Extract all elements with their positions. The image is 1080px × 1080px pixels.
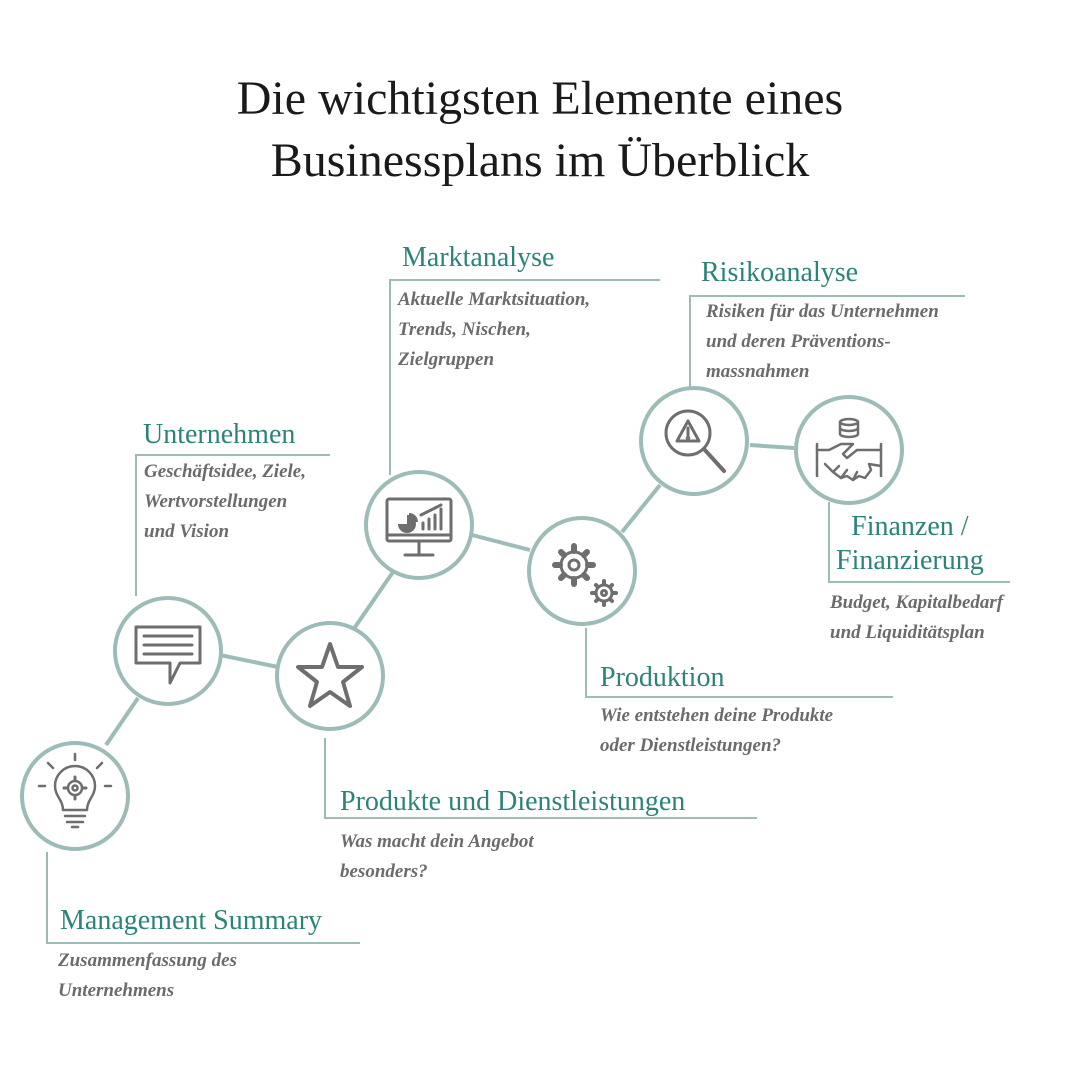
leader-produktion [585, 628, 893, 698]
connector-4-5 [471, 533, 531, 552]
desc-unternehmen: Geschäftsidee, Ziele, Wertvorstellungen … [144, 461, 306, 542]
circle-produkte [275, 621, 385, 731]
connector-6-7 [749, 443, 795, 450]
desc-risikoanalyse: Risiken für das Unternehmen und deren Pr… [706, 301, 939, 382]
heading-produktion: Produktion [600, 662, 725, 693]
desc-marktanalyse: Aktuelle Marktsituation, Trends, Nischen… [398, 289, 591, 370]
circle-marktanalyse [364, 470, 474, 580]
lightbulb-gear-icon [37, 752, 113, 829]
circle-unternehmen [113, 596, 223, 706]
connector-2-3 [219, 653, 279, 669]
leader-management-summary [46, 852, 360, 944]
circle-finanzen [794, 395, 904, 505]
desc-management-summary: Zusammenfassung des Unternehmens [58, 950, 237, 1001]
magnifier-warning-icon [664, 409, 726, 473]
star-icon [296, 642, 364, 708]
monitor-chart-icon [385, 497, 453, 557]
desc-finanzen-finanzierung: Budget, Kapitalbedarf und Liquiditätspla… [830, 592, 1004, 643]
speech-bubble-icon [134, 625, 202, 685]
leader-unternehmen [135, 454, 330, 596]
page-title: Die wichtigsten Elemente eines Businessp… [0, 68, 1080, 192]
heading-risikoanalyse: Risikoanalyse [701, 257, 859, 288]
title-line-2: Businessplans im Überblick [270, 134, 810, 187]
leader-risikoanalyse [689, 295, 965, 393]
connector-1-2 [104, 696, 140, 747]
connectors [104, 443, 795, 747]
heading-marktanalyse: Marktanalyse [402, 242, 555, 273]
leader-marktanalyse [389, 279, 660, 475]
leader-finanzen [828, 502, 1010, 583]
gears-icon [552, 543, 618, 607]
connector-3-4 [351, 570, 395, 632]
title-line-1: Die wichtigsten Elemente eines [236, 72, 844, 125]
connector-5-6 [620, 483, 662, 534]
heading-unternehmen: Unternehmen [143, 419, 296, 450]
desc-produkte-und-dienstleistungen: Was macht dein Angebot besonders? [340, 831, 534, 882]
leader-produkte [324, 738, 757, 819]
heading-management-summary: Management Summary [60, 905, 323, 936]
desc-produktion: Wie entstehen deine Produkte oder Dienst… [600, 705, 834, 756]
circle-produktion [527, 516, 637, 626]
handshake-coins-icon [815, 417, 883, 482]
leader-lines [46, 279, 1010, 944]
heading-finanzen-finanzierung: Finanzen / Finanzierung [836, 511, 984, 576]
heading-produkte-und-dienstleistungen: Produkte und Dienstleistungen [340, 786, 686, 817]
